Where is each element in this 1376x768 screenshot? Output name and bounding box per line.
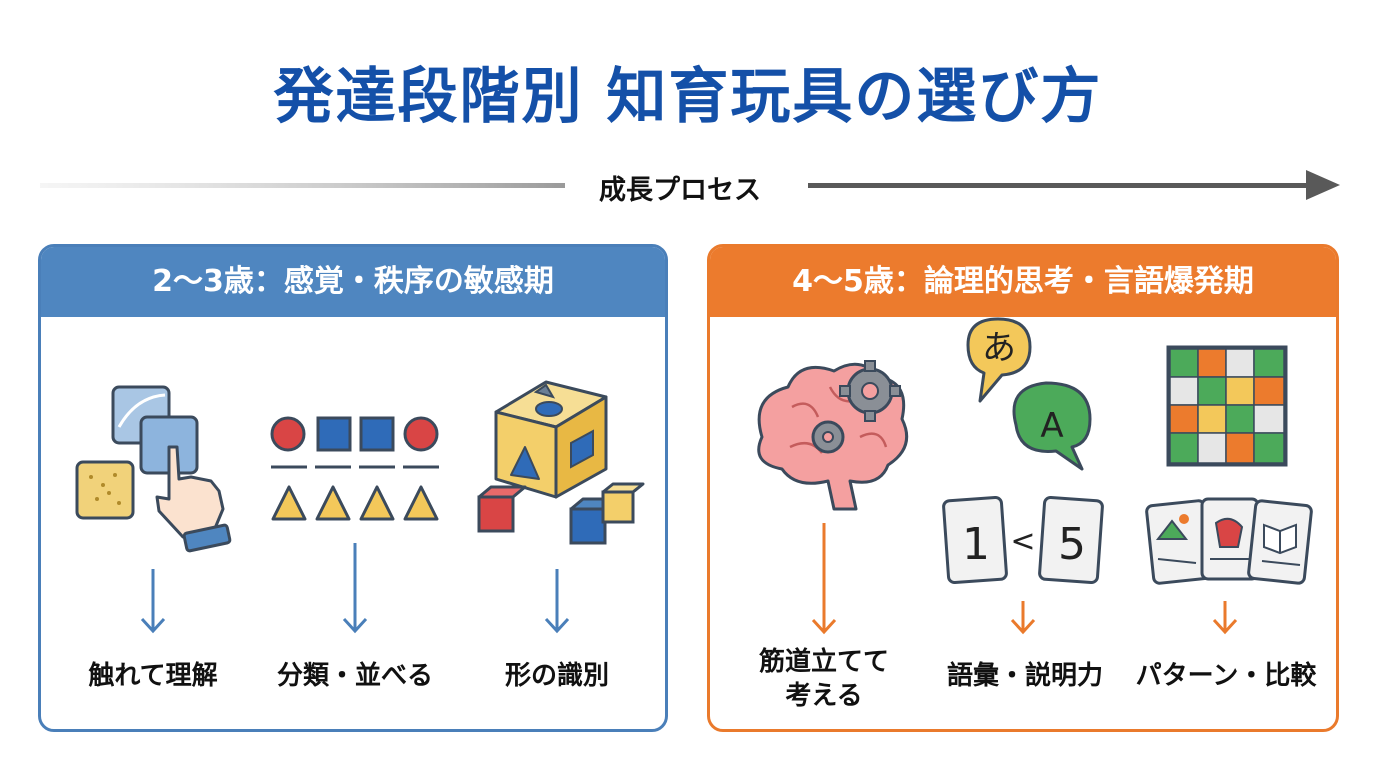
brain-gears-icon xyxy=(757,360,909,511)
arrow-head-icon xyxy=(1306,170,1340,200)
growth-process-arrow: 成長プロセス xyxy=(0,160,1376,210)
panel-age-4-5: 4〜5歳：論理的思考・言語爆発期 あ A 1 < xyxy=(707,244,1339,732)
caption-logical-thinking: 筋道立てて考える xyxy=(758,647,889,711)
panel-header-age-2-3: 2〜3歳：感覚・秩序の敏感期 xyxy=(41,247,665,317)
hiragana-glyph: あ xyxy=(982,328,1016,368)
caption-shape-identify: 形の識別 xyxy=(504,661,609,691)
arrow-head-line xyxy=(808,183,1308,188)
caption-touch-understand: 触れて理解 xyxy=(88,661,218,691)
arrow-tail-line xyxy=(40,183,565,188)
panel-age-4-5-illustrations: あ A 1 < 5 xyxy=(757,317,1313,635)
latin-glyph: A xyxy=(1040,406,1063,446)
shape-sorter-box-icon xyxy=(477,380,645,545)
sorting-shapes-icon xyxy=(270,416,439,521)
touch-texture-icon xyxy=(75,385,232,553)
page-title: 発達段階別 知育玩具の選び方 xyxy=(273,62,1103,132)
caption-vocabulary-explain: 語彙・説明力 xyxy=(946,661,1103,691)
puzzle-grid-icon xyxy=(1166,345,1288,467)
compare-sign: < xyxy=(1010,524,1035,559)
speech-bubbles-icon: あ A xyxy=(966,317,1092,471)
caption-pattern-compare: パターン・比較 xyxy=(1135,661,1317,691)
down-arrow-icon xyxy=(811,523,1238,635)
panel-header-age-4-5: 4〜5歳：論理的思考・言語爆発期 xyxy=(710,247,1336,317)
panel-age-2-3: 2〜3歳：感覚・秩序の敏感期 xyxy=(38,244,668,732)
growth-process-label: 成長プロセス xyxy=(599,175,761,206)
picture-cards-icon xyxy=(1145,497,1313,585)
panel-age-2-3-illustrations xyxy=(75,380,645,634)
number-cards-icon: 1 < 5 xyxy=(942,495,1104,585)
caption-classify-arrange: 分類・並べる xyxy=(276,661,433,691)
down-arrow-icon xyxy=(140,543,570,634)
card-number-right: 5 xyxy=(1058,519,1086,570)
card-number-left: 1 xyxy=(962,519,990,570)
